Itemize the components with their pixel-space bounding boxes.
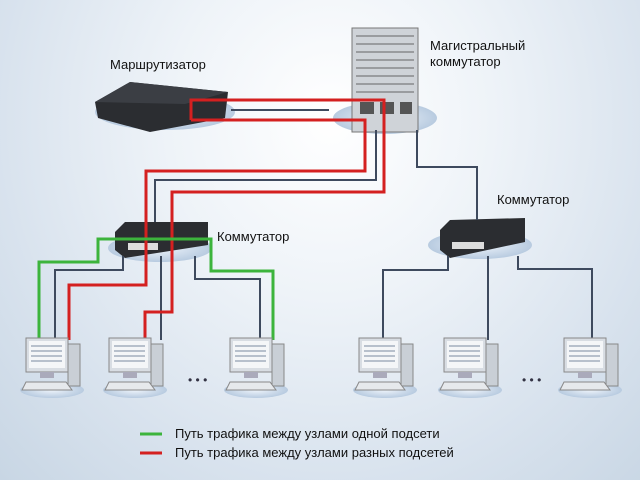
pc-2 bbox=[102, 337, 168, 399]
diff-subnet-path bbox=[67, 98, 386, 340]
right-switch-label: Коммутатор bbox=[497, 192, 570, 207]
backbone-label-1: Магистральный bbox=[430, 38, 526, 53]
pc-4 bbox=[352, 337, 418, 399]
left-switch-label: Коммутатор bbox=[217, 229, 290, 244]
pc-3 bbox=[223, 337, 289, 399]
legend-diff-subnet: Путь трафика между узлами разных подсете… bbox=[175, 445, 454, 460]
backbone-label-2: коммутатор bbox=[430, 54, 501, 69]
ellipsis-left: • • • bbox=[188, 373, 208, 387]
ellipsis-right: • • • bbox=[522, 373, 542, 387]
backbone-switch-device bbox=[333, 27, 437, 134]
legend-same-subnet: Путь трафика между узлами одной подсети bbox=[175, 426, 440, 441]
router-label: Маршрутизатор bbox=[110, 57, 206, 72]
pc-5 bbox=[437, 337, 503, 399]
cables bbox=[54, 109, 593, 340]
router-device bbox=[95, 82, 235, 132]
right-switch-device bbox=[428, 218, 532, 259]
pc-6 bbox=[557, 337, 623, 399]
pc-1 bbox=[19, 337, 85, 399]
same-subnet-path bbox=[37, 237, 275, 340]
